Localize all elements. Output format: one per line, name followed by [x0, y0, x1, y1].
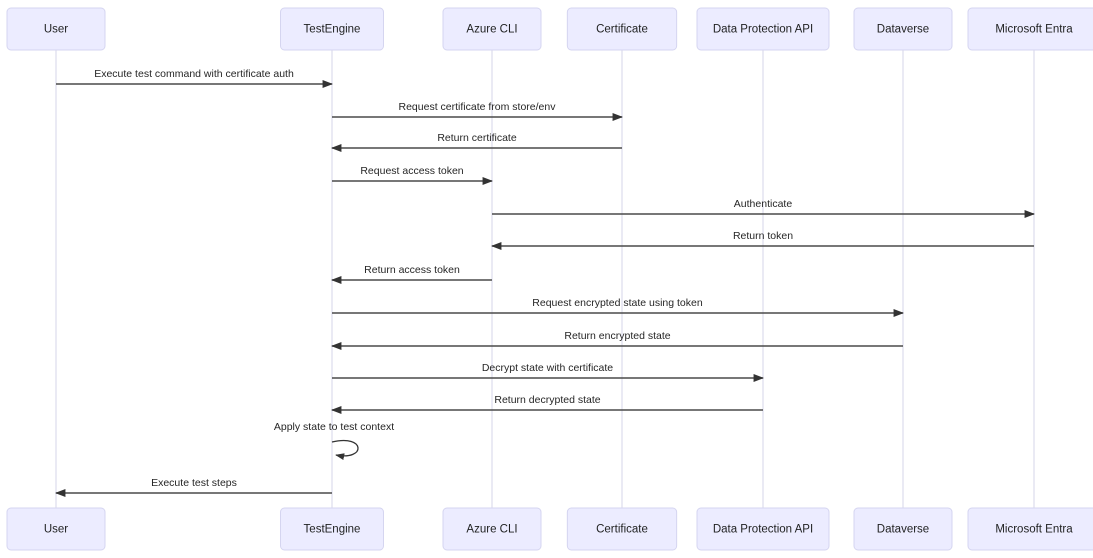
actor-label: Azure CLI: [466, 524, 517, 536]
lifelines-group: [55, 50, 1035, 508]
message-10: Decrypt state with certificate: [332, 362, 765, 382]
actor-box-shape: [696, 507, 830, 551]
actor-label: Data Protection API: [713, 524, 813, 536]
actor-box-shape: [967, 507, 1093, 551]
message-label: Request certificate from store/env: [399, 101, 557, 113]
messages-group: Execute test command with certificate au…: [54, 68, 1036, 497]
actors-top-group: User TestEngine Azure CLI Certificate Data P…: [6, 7, 1093, 51]
message-label: Decrypt state with certificate: [482, 362, 613, 374]
actor-box-shape: [280, 7, 384, 51]
message-11: Return decrypted state: [330, 394, 763, 414]
message-label: Execute test command with certificate au…: [94, 68, 294, 80]
message-2: Request certificate from store/env: [332, 101, 624, 121]
actor-box-shape: [967, 7, 1093, 51]
message-7: Return access token: [330, 264, 492, 284]
self-message-loop: [331, 439, 359, 460]
message-label: Return encrypted state: [564, 330, 670, 342]
message-13: Execute test steps: [54, 477, 332, 497]
actor-box-shape: [442, 507, 542, 551]
actor-cert-bottom[interactable]: Certificate: [566, 507, 678, 551]
actor-label: Data Protection API: [713, 24, 813, 36]
actor-engine-bottom[interactable]: TestEngine: [280, 507, 384, 551]
message-5: Authenticate: [492, 198, 1036, 218]
actor-label: Azure CLI: [466, 24, 517, 36]
actor-box-shape: [853, 507, 953, 551]
message-label: Return certificate: [437, 132, 517, 144]
actor-box-shape: [6, 507, 106, 551]
message-label: Execute test steps: [151, 477, 237, 489]
actor-azcli-bottom[interactable]: Azure CLI: [442, 507, 542, 551]
actor-label: TestEngine: [304, 24, 361, 36]
actor-label: Microsoft Entra: [995, 524, 1073, 536]
message-label: Request encrypted state using token: [532, 297, 703, 309]
actor-engine-top[interactable]: TestEngine: [280, 7, 384, 51]
message-8: Request encrypted state using token: [332, 297, 905, 317]
actor-dpapi-top[interactable]: Data Protection API: [696, 7, 830, 51]
actor-box-shape: [696, 7, 830, 51]
actor-user-top[interactable]: User: [6, 7, 106, 51]
actor-label: Dataverse: [877, 524, 929, 536]
actors-bottom-group: User TestEngine Azure CLI Certificate Data P…: [6, 507, 1093, 551]
actor-box-shape: [566, 507, 678, 551]
message-1: Execute test command with certificate au…: [56, 68, 334, 88]
actor-box-shape: [280, 507, 384, 551]
message-9: Return encrypted state: [330, 330, 903, 350]
message-label: Apply state to test context: [274, 421, 394, 433]
actor-label: Microsoft Entra: [995, 24, 1073, 36]
actor-label: Dataverse: [877, 24, 929, 36]
actor-box-shape: [566, 7, 678, 51]
actor-user-bottom[interactable]: User: [6, 507, 106, 551]
message-label: Return decrypted state: [494, 394, 600, 406]
message-4: Request access token: [332, 165, 494, 185]
message-label: Request access token: [360, 165, 463, 177]
message-12: Apply state to test context: [274, 421, 394, 460]
message-label: Return token: [733, 230, 793, 242]
actor-box-shape: [6, 7, 106, 51]
actor-entra-bottom[interactable]: Microsoft Entra: [967, 507, 1093, 551]
actor-label: Certificate: [596, 524, 648, 536]
actor-dataverse-top[interactable]: Dataverse: [853, 7, 953, 51]
message-label: Authenticate: [734, 198, 793, 210]
message-6: Return token: [490, 230, 1034, 250]
actor-box-shape: [442, 7, 542, 51]
actor-azcli-top[interactable]: Azure CLI: [442, 7, 542, 51]
actor-label: User: [44, 524, 68, 536]
actor-dpapi-bottom[interactable]: Data Protection API: [696, 507, 830, 551]
actor-label: User: [44, 24, 68, 36]
actor-label: Certificate: [596, 24, 648, 36]
actor-label: TestEngine: [304, 524, 361, 536]
actor-entra-top[interactable]: Microsoft Entra: [967, 7, 1093, 51]
message-3: Return certificate: [330, 132, 622, 152]
message-label: Return access token: [364, 264, 460, 276]
actor-dataverse-bottom[interactable]: Dataverse: [853, 507, 953, 551]
actor-cert-top[interactable]: Certificate: [566, 7, 678, 51]
actor-box-shape: [853, 7, 953, 51]
